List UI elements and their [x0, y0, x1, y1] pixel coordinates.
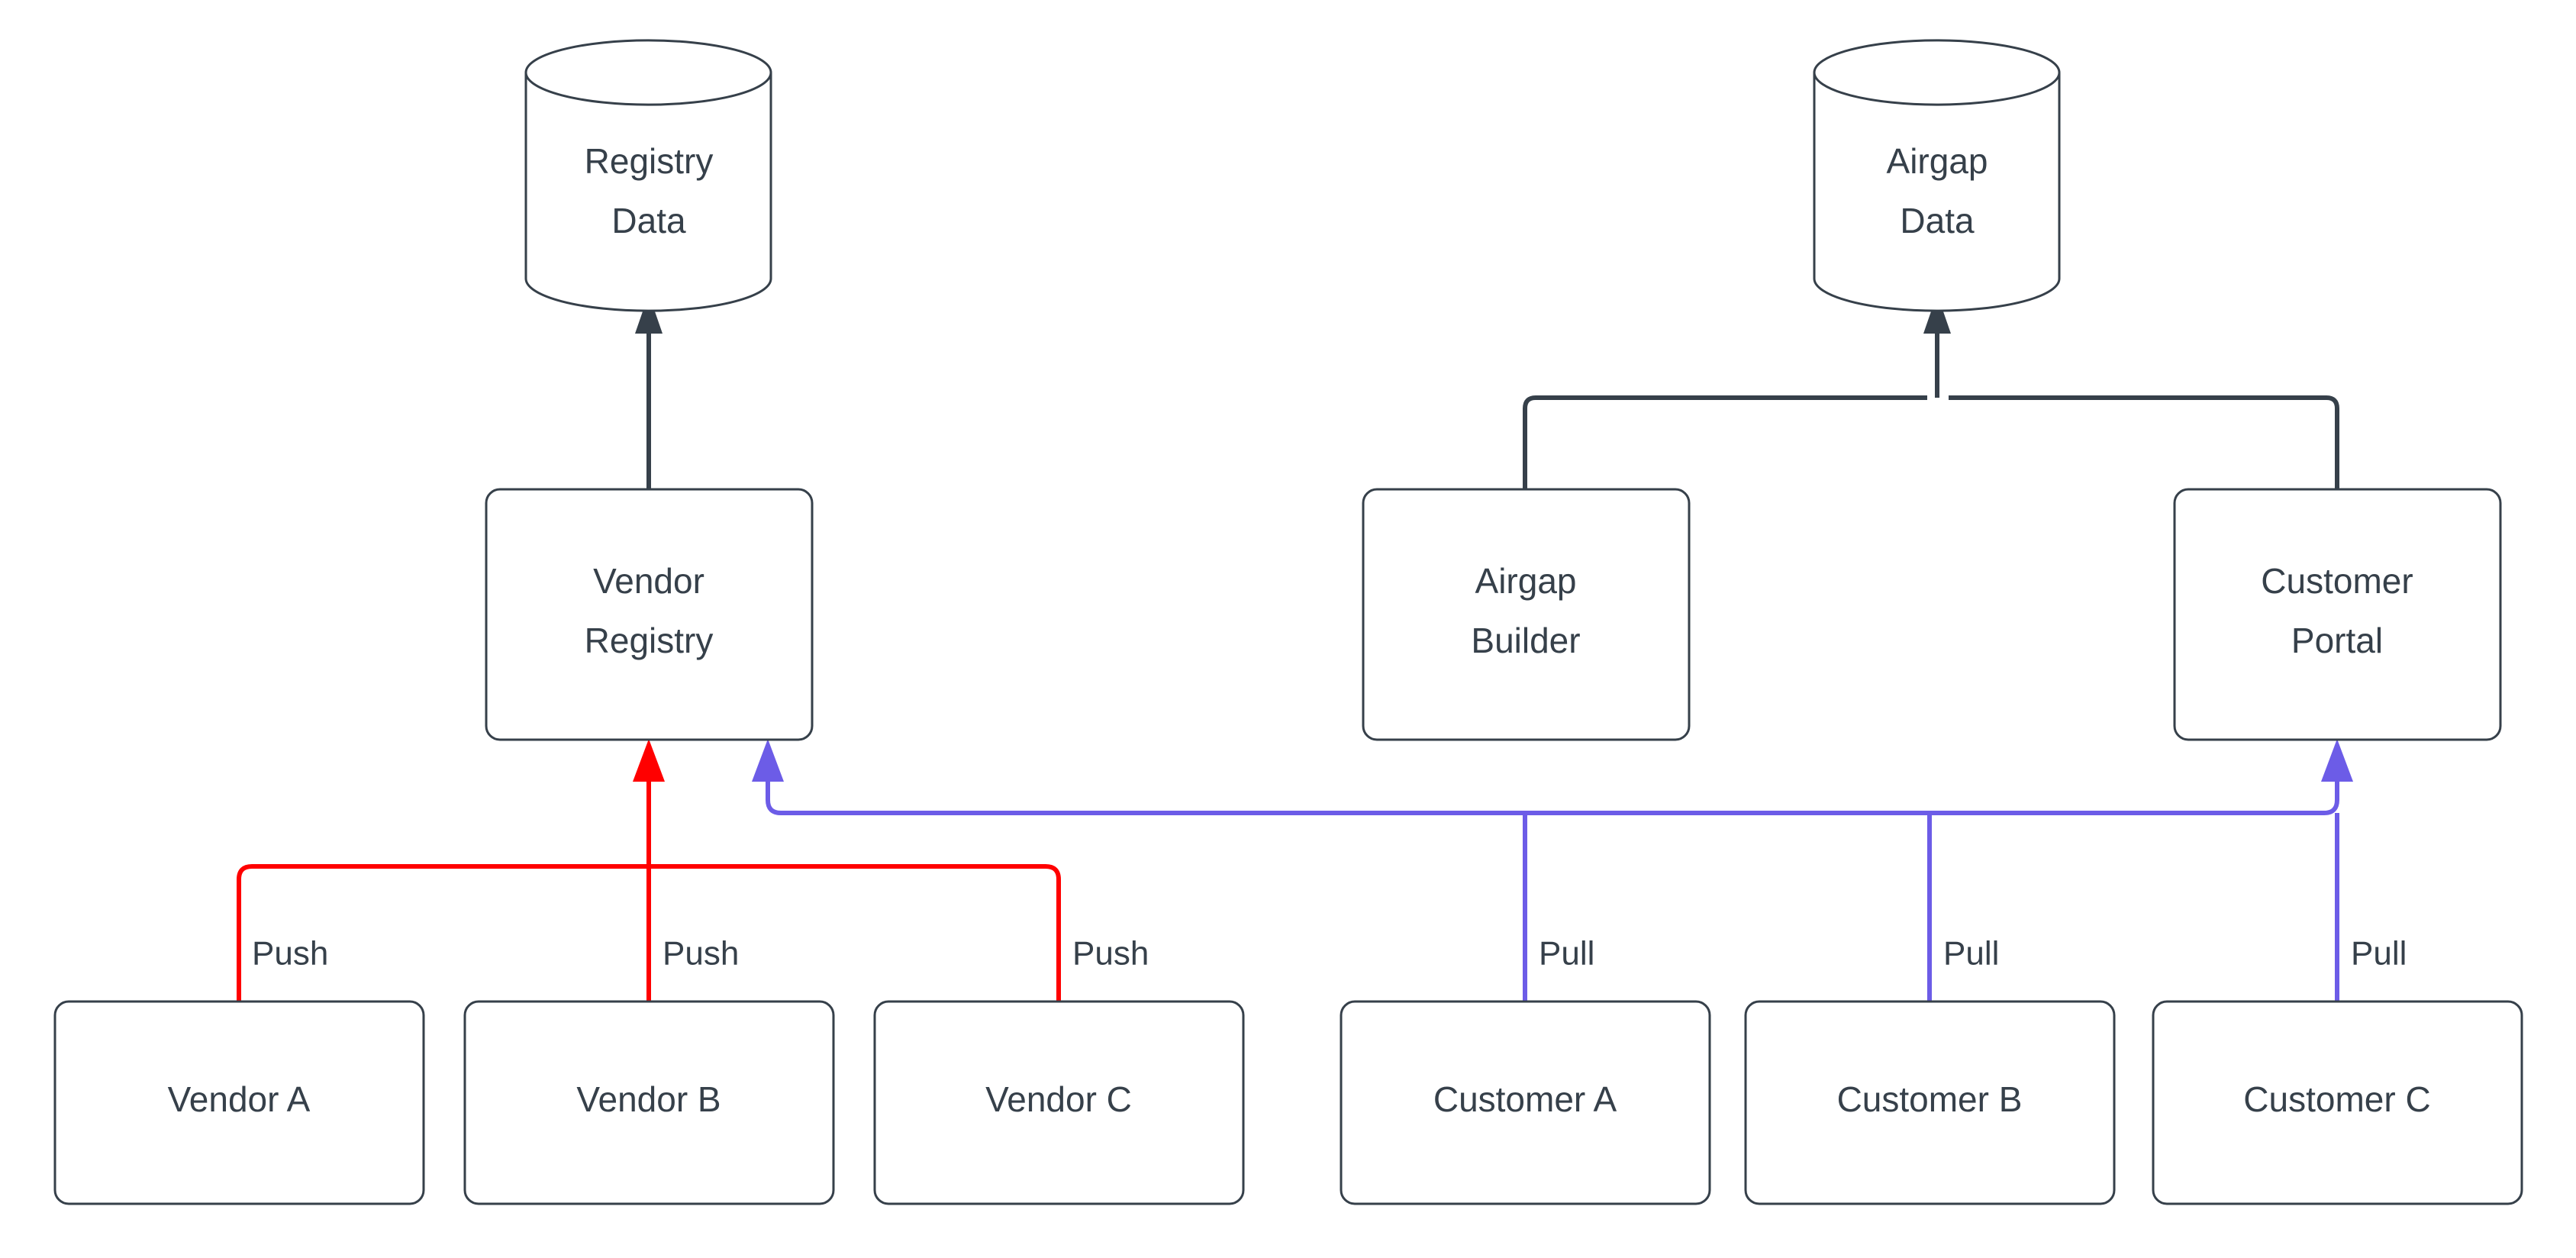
cylinder-shape: [1813, 39, 2061, 312]
edge-airgap-builder-to-airgap-data: [1523, 395, 1927, 489]
node-label-line1: Vendor: [593, 561, 704, 601]
cylinder-top-ellipse: [524, 72, 772, 106]
node-customer-a[interactable]: Customer A: [1340, 1000, 1711, 1205]
arrowhead-icon: [2321, 739, 2353, 782]
node-label-line2: Builder: [1471, 621, 1580, 660]
node-box: [1362, 488, 1691, 741]
edge-label-pull-a: Pull: [1539, 935, 1594, 973]
node-vendor-c[interactable]: Vendor C: [873, 1000, 1245, 1205]
node-box: [2173, 488, 2502, 741]
edge-push-bus: [237, 739, 1061, 1002]
arrowhead-icon: [633, 739, 665, 782]
node-box: [1340, 1000, 1711, 1205]
node-customer-c[interactable]: Customer C: [2152, 1000, 2523, 1205]
node-airgap-builder[interactable]: Airgap Builder: [1362, 488, 1691, 741]
edge-label-push-a: Push: [252, 935, 328, 973]
cylinder-top-ellipse: [1813, 72, 2061, 106]
edge-label-pull-b: Pull: [1943, 935, 1999, 973]
node-label: Customer B: [1837, 1079, 2023, 1119]
node-airgap-data[interactable]: Airgap Data: [1813, 39, 2061, 312]
node-box: [53, 1000, 425, 1205]
node-box: [1744, 1000, 2116, 1205]
edge-vendor-registry-to-registry-data: [635, 294, 663, 489]
edge-label-push-c: Push: [1072, 935, 1149, 973]
node-label-line2: Data: [1900, 201, 1975, 240]
node-box: [463, 1000, 835, 1205]
node-label-line1: Airgap: [1887, 141, 1988, 181]
node-registry-data[interactable]: Registry Data: [524, 39, 772, 312]
node-label-line2: Registry: [585, 621, 714, 660]
node-label: Vendor C: [985, 1079, 1132, 1119]
cylinder-shape: [524, 39, 772, 312]
edge-line: [1523, 395, 1927, 489]
arrowhead-icon: [1923, 294, 1951, 334]
arrowhead-icon: [752, 739, 784, 782]
node-label-line2: Data: [611, 201, 686, 240]
edge-customer-portal-to-airgap-data: [1949, 395, 2339, 489]
edge-label-push-b: Push: [663, 935, 739, 973]
node-vendor-registry[interactable]: Vendor Registry: [485, 488, 814, 741]
node-box: [2152, 1000, 2523, 1205]
node-customer-portal[interactable]: Customer Portal: [2173, 488, 2502, 741]
edge-label-pull-c: Pull: [2351, 935, 2407, 973]
edge-line: [766, 763, 2339, 815]
node-label-line1: Registry: [585, 141, 714, 181]
node-label-line2: Portal: [2291, 621, 2383, 660]
node-box: [485, 488, 814, 741]
edge-line: [1949, 395, 2339, 489]
edge-pull-bus: [752, 739, 2353, 1002]
node-label-line1: Airgap: [1475, 561, 1577, 601]
node-vendor-a[interactable]: Vendor A: [53, 1000, 425, 1205]
node-label: Vendor B: [576, 1079, 721, 1119]
node-customer-b[interactable]: Customer B: [1744, 1000, 2116, 1205]
node-label: Vendor A: [168, 1079, 311, 1119]
node-box: [873, 1000, 1245, 1205]
node-label: Customer A: [1433, 1079, 1617, 1119]
edge-airgap-data-riser: [1923, 294, 1951, 398]
node-label-line1: Customer: [2261, 561, 2413, 601]
node-vendor-b[interactable]: Vendor B: [463, 1000, 835, 1205]
node-label: Customer C: [2243, 1079, 2430, 1119]
arrowhead-icon: [635, 294, 663, 334]
